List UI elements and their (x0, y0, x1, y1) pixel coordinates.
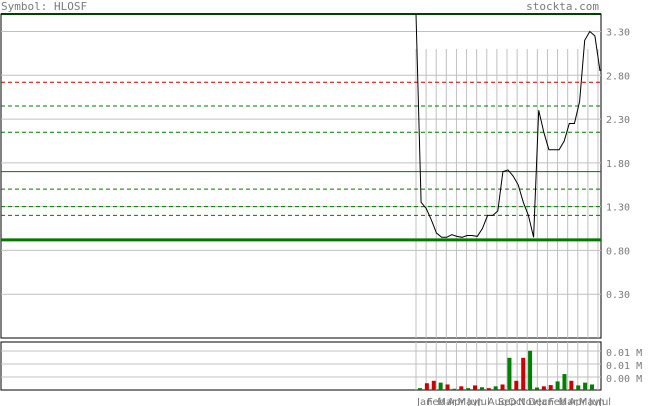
volume-bar (424, 383, 429, 390)
y-tick-label: 3.30 (606, 28, 630, 39)
x-tick-label: Jul (477, 397, 490, 406)
x-tick-label: Jan (416, 397, 432, 406)
x-tick-label: Jun (467, 397, 484, 406)
x-tick-label: May (457, 397, 478, 406)
price-panel-frame (0, 13, 602, 339)
price-series-line (415, 13, 601, 238)
volume-tick-label: 0.01 M (606, 361, 642, 372)
volume-bar (466, 388, 471, 390)
volume-bar (528, 350, 533, 390)
y-tick-label: 0.80 (606, 246, 630, 257)
x-tick-label: Sep (498, 397, 517, 406)
x-tick-label: Jun (588, 397, 605, 406)
x-tick-label: Jul (598, 397, 611, 406)
volume-bar (507, 357, 512, 390)
volume-bar (438, 382, 443, 390)
volume-panel-frame (0, 341, 602, 391)
volume-bar (493, 386, 498, 390)
volume-bar (452, 388, 457, 390)
volume-tick-label: 0.00 M (606, 374, 642, 385)
x-tick-label: Mar (559, 397, 579, 406)
y-tick-label: 2.80 (606, 71, 630, 82)
symbol-value: HLOSF (53, 0, 88, 13)
volume-bar (534, 387, 539, 390)
volume-bar (521, 357, 526, 390)
x-tick-label: Mar (437, 397, 457, 406)
volume-bar (479, 387, 484, 390)
volume-bar (576, 385, 581, 390)
x-tick-label: Apr (447, 397, 465, 406)
y-tick-label: 1.80 (606, 159, 630, 170)
volume-bar (514, 380, 519, 390)
x-tick-label: Apr (569, 397, 587, 406)
volume-bar (445, 384, 450, 390)
symbol-label: Symbol: HLOSF (1, 0, 87, 13)
y-tick-label: 1.30 (606, 203, 630, 214)
volume-bar (473, 385, 478, 390)
volume-bar (486, 388, 491, 390)
volume-bar (562, 374, 567, 390)
volume-bar (548, 385, 553, 390)
volume-bar (569, 380, 574, 390)
volume-bar (431, 380, 436, 390)
volume-bar (418, 388, 422, 390)
volume-bar (583, 382, 588, 390)
volume-bar (459, 386, 464, 390)
x-tick-label: Dec (528, 397, 547, 406)
x-tick-label: Feb (427, 397, 445, 406)
y-tick-label: 2.30 (606, 115, 630, 126)
x-tick-label: Oct (508, 397, 525, 406)
site-brand[interactable]: stockta.com (526, 0, 599, 13)
x-tick-label: Jan (537, 397, 553, 406)
volume-bar (555, 381, 560, 390)
x-tick-label: Feb (548, 397, 566, 406)
volume-bar (541, 386, 546, 390)
volume-tick-label: 0.01 M (606, 348, 642, 359)
y-tick-label: 0.30 (606, 290, 630, 301)
x-tick-label: Nov (518, 397, 538, 406)
volume-bar (500, 384, 505, 390)
x-tick-label: May (579, 397, 600, 406)
x-tick-label: Aug (488, 397, 508, 406)
symbol-prefix: Symbol: (1, 0, 48, 13)
volume-bar (590, 384, 594, 390)
